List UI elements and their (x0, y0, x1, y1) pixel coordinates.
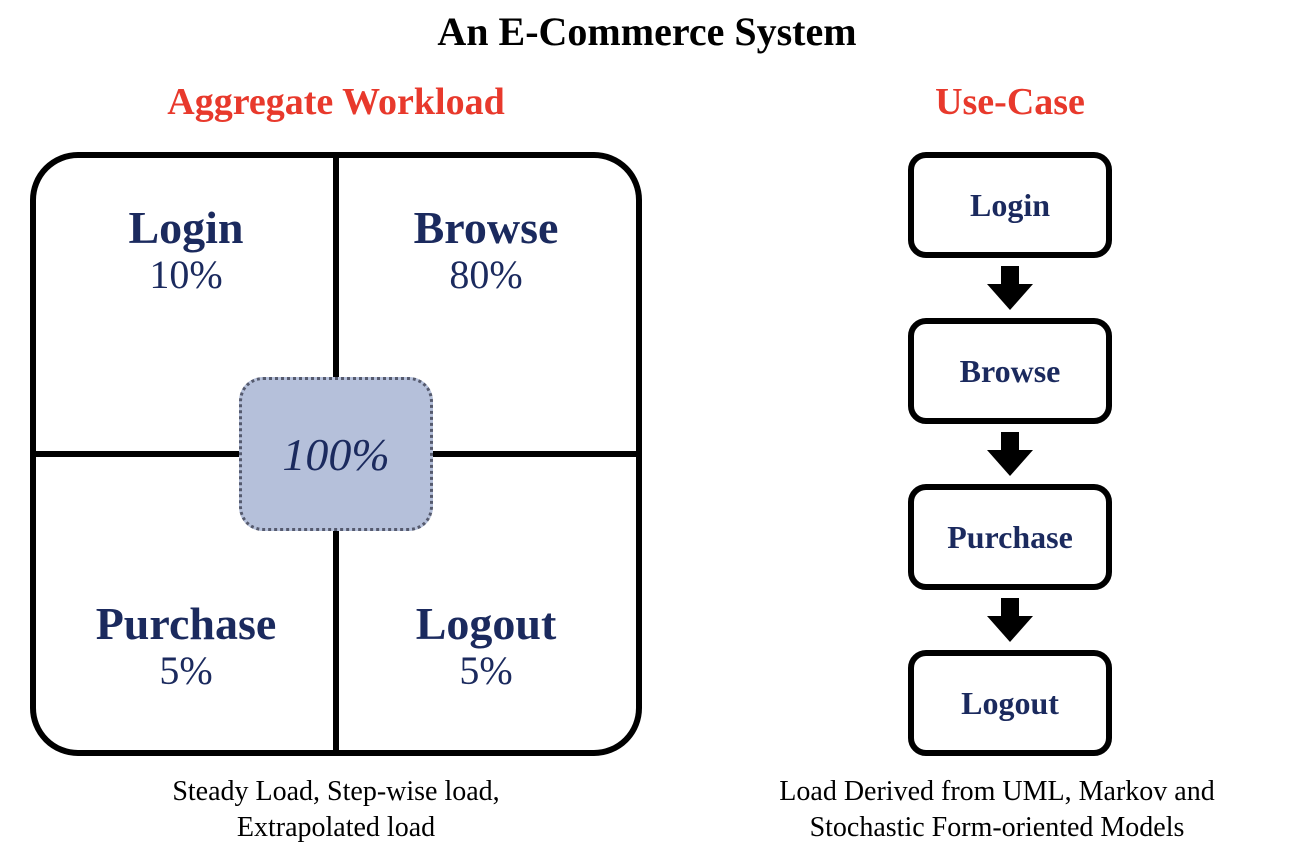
use-case-caption: Load Derived from UML, Markov and Stocha… (700, 774, 1294, 847)
page-title: An E-Commerce System (437, 9, 857, 54)
flow-box-browse-label: Browse (959, 352, 1061, 389)
total-percentage-label: 100% (282, 428, 390, 480)
use-case-caption-line2: Stochastic Form-oriented Models (809, 812, 1185, 844)
use-case-flow: Login Browse Purchase Logout (908, 152, 1112, 756)
aggregate-caption: Steady Load, Step-wise load, Extrapolate… (30, 774, 642, 847)
total-percentage-box: 100% (239, 377, 433, 531)
quadrant-logout-percentage: 5% (459, 648, 513, 693)
arrow-down-icon (987, 598, 1033, 642)
aggregate-caption-line1: Steady Load, Step-wise load, (172, 776, 500, 807)
flow-box-purchase: Purchase (908, 484, 1112, 590)
flow-box-purchase-label: Purchase (947, 518, 1073, 555)
quadrant-purchase: Purchase 5% (36, 454, 336, 750)
use-case-heading: Use-Case (935, 81, 1085, 123)
quadrant-browse-label: Browse (413, 202, 559, 253)
use-case-caption-line1: Load Derived from UML, Markov and (779, 776, 1215, 807)
flow-box-login: Login (908, 152, 1112, 258)
flow-box-browse: Browse (908, 318, 1112, 424)
flow-box-login-label: Login (969, 186, 1051, 223)
quadrant-browse: Browse 80% (336, 158, 636, 454)
arrow-down-icon (987, 432, 1033, 476)
quadrant-browse-percentage: 80% (449, 252, 523, 298)
quadrant-login: Login 10% (36, 158, 336, 454)
aggregate-workload-box: Login 10% Browse 80% Purchase 5% Logout … (30, 152, 642, 756)
quadrant-logout-label: Logout (415, 597, 557, 649)
flow-box-logout: Logout (908, 650, 1112, 756)
arrow-down-icon (987, 266, 1033, 310)
flow-box-logout-label: Logout (961, 684, 1059, 721)
quadrant-purchase-percentage: 5% (159, 648, 213, 693)
aggregate-caption-line2: Extrapolated load (236, 812, 436, 844)
quadrant-logout: Logout 5% (336, 454, 636, 750)
quadrant-login-percentage: 10% (149, 252, 223, 298)
quadrant-purchase-label: Purchase (95, 597, 277, 649)
quadrant-login-label: Login (128, 202, 244, 253)
aggregate-workload-heading: Aggregate Workload (167, 81, 505, 123)
